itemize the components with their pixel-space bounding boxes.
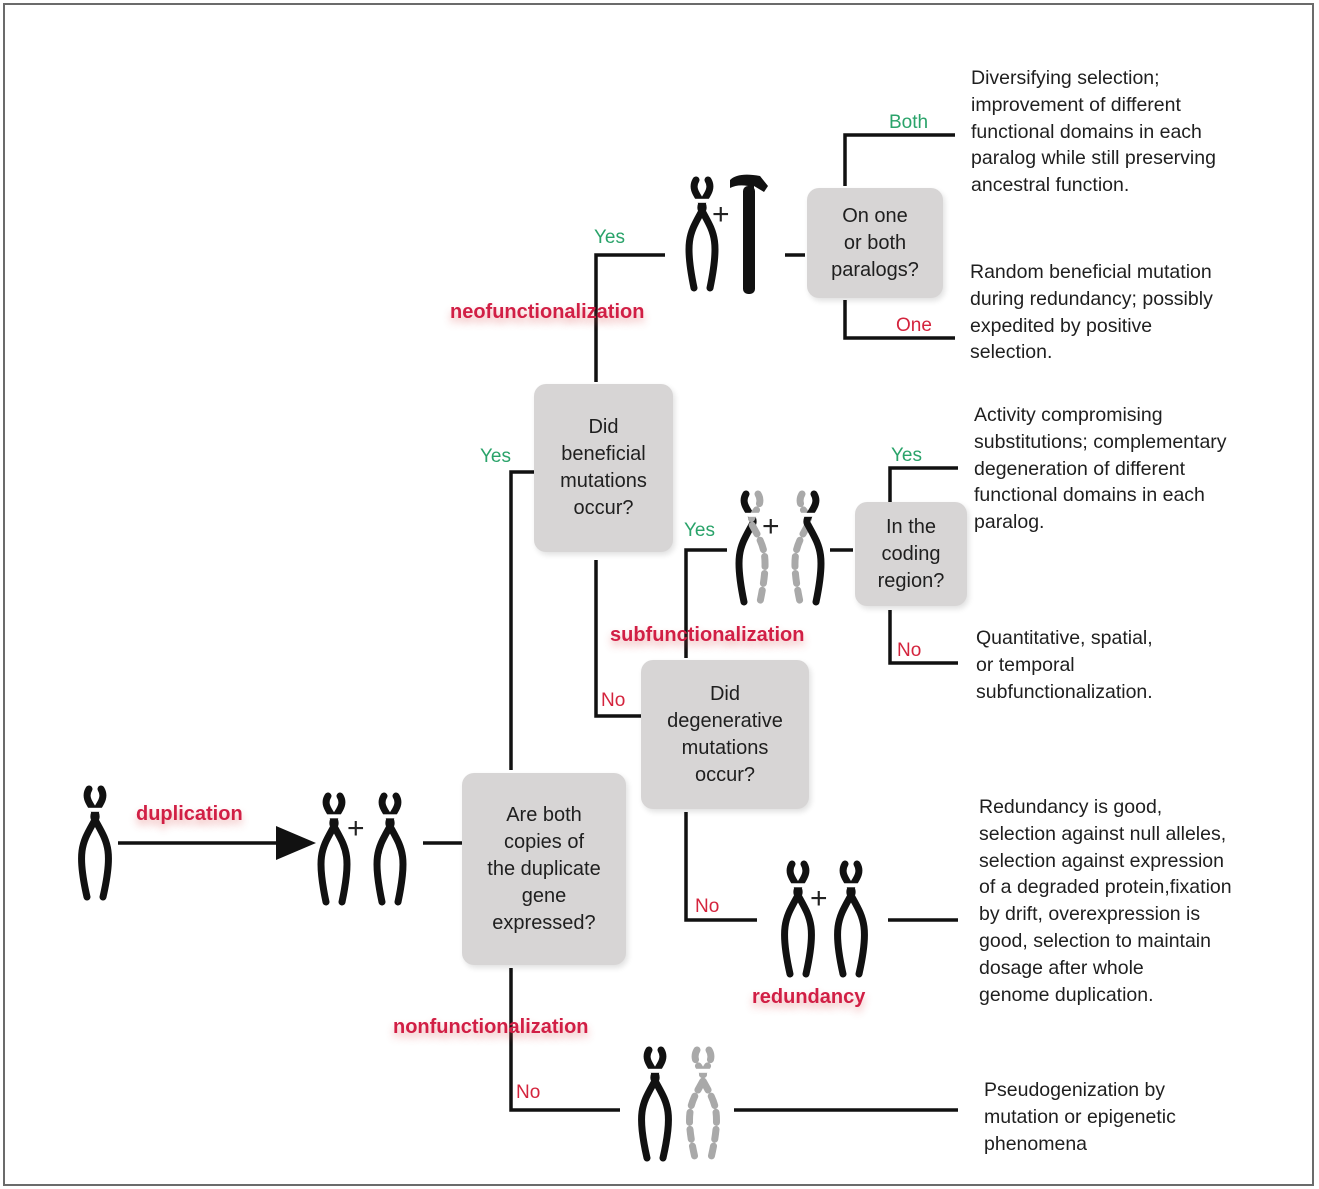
plus-icon: + bbox=[347, 812, 365, 845]
branch-yes-beneficial: Yes bbox=[594, 227, 625, 248]
connector-degenerative-no bbox=[684, 812, 757, 922]
label-neofunctionalization: neofunctionalization bbox=[450, 301, 645, 323]
connector-expressed-yes bbox=[509, 470, 534, 770]
connector-expressed-no bbox=[509, 968, 620, 1112]
connector-beneficial-yes bbox=[594, 253, 665, 382]
branch-no-degenerative: No bbox=[695, 896, 720, 917]
chromosome-icon bbox=[638, 1046, 672, 1162]
question-beneficial: Did beneficial mutations occur? bbox=[534, 384, 673, 552]
outcome-pseudogenization: Pseudogenization by mutation or epigenet… bbox=[984, 1079, 1176, 1155]
branch-yes-degenerative: Yes bbox=[684, 520, 715, 541]
label-subfunctionalization: subfunctionalization bbox=[610, 624, 805, 646]
chromosome-icon bbox=[781, 860, 815, 978]
plus-icon: + bbox=[810, 882, 828, 915]
connector-beneficial-no bbox=[594, 560, 641, 718]
duplication-arrowhead bbox=[276, 826, 316, 860]
degraded-chromosome-icon bbox=[686, 1046, 720, 1162]
question-expressed: Are both copies of the duplicate gene ex… bbox=[462, 773, 626, 965]
plus-icon: + bbox=[762, 510, 780, 543]
outcome-both-paralogs: Diversifying selection; improvement of d… bbox=[971, 67, 1216, 197]
connector-coding-yes bbox=[888, 466, 958, 502]
branch-no-beneficial: No bbox=[601, 690, 626, 711]
outcome-one-paralog: Random beneficial mutation during redund… bbox=[970, 261, 1213, 364]
hammer-icon bbox=[730, 174, 768, 294]
branch-both-paralogs: Both bbox=[889, 112, 929, 133]
label-duplication: duplication bbox=[136, 803, 243, 825]
outcome-redundancy: Redundancy is good, selection against nu… bbox=[979, 796, 1232, 1006]
outcome-coding-yes: Activity compromising substitutions; com… bbox=[974, 404, 1227, 534]
branch-no-expressed: No bbox=[516, 1082, 541, 1103]
label-nonfunctionalization: nonfunctionalization bbox=[393, 1016, 589, 1038]
chromosome-icon bbox=[834, 860, 868, 978]
question-paralogs: On one or both paralogs? bbox=[807, 188, 943, 298]
outcome-coding-no: Quantitative, spatial, or temporal subfu… bbox=[976, 627, 1153, 703]
chromosome-icon bbox=[373, 792, 407, 906]
connector-paralogs-both bbox=[843, 133, 955, 186]
chromosome-icon bbox=[317, 792, 351, 906]
connector-coding-no bbox=[888, 610, 958, 665]
chromosome-icon bbox=[685, 176, 719, 292]
diagram-frame bbox=[3, 3, 1314, 1186]
connector-paralogs-one bbox=[843, 300, 955, 340]
branch-one-paralog: One bbox=[896, 315, 932, 336]
chromosome-icon bbox=[791, 490, 825, 606]
chromosome-icon bbox=[78, 785, 112, 901]
branch-yes-coding: Yes bbox=[891, 445, 922, 466]
branch-yes-expressed: Yes bbox=[480, 446, 511, 467]
branch-no-coding: No bbox=[897, 640, 922, 661]
question-degenerative: Did degenerative mutations occur? bbox=[641, 660, 809, 809]
label-redundancy: redundancy bbox=[752, 986, 866, 1008]
chromosome-icon bbox=[735, 490, 769, 606]
question-coding: In the coding region? bbox=[855, 502, 967, 606]
connector-degenerative-yes bbox=[684, 548, 727, 658]
plus-icon: + bbox=[712, 198, 730, 231]
